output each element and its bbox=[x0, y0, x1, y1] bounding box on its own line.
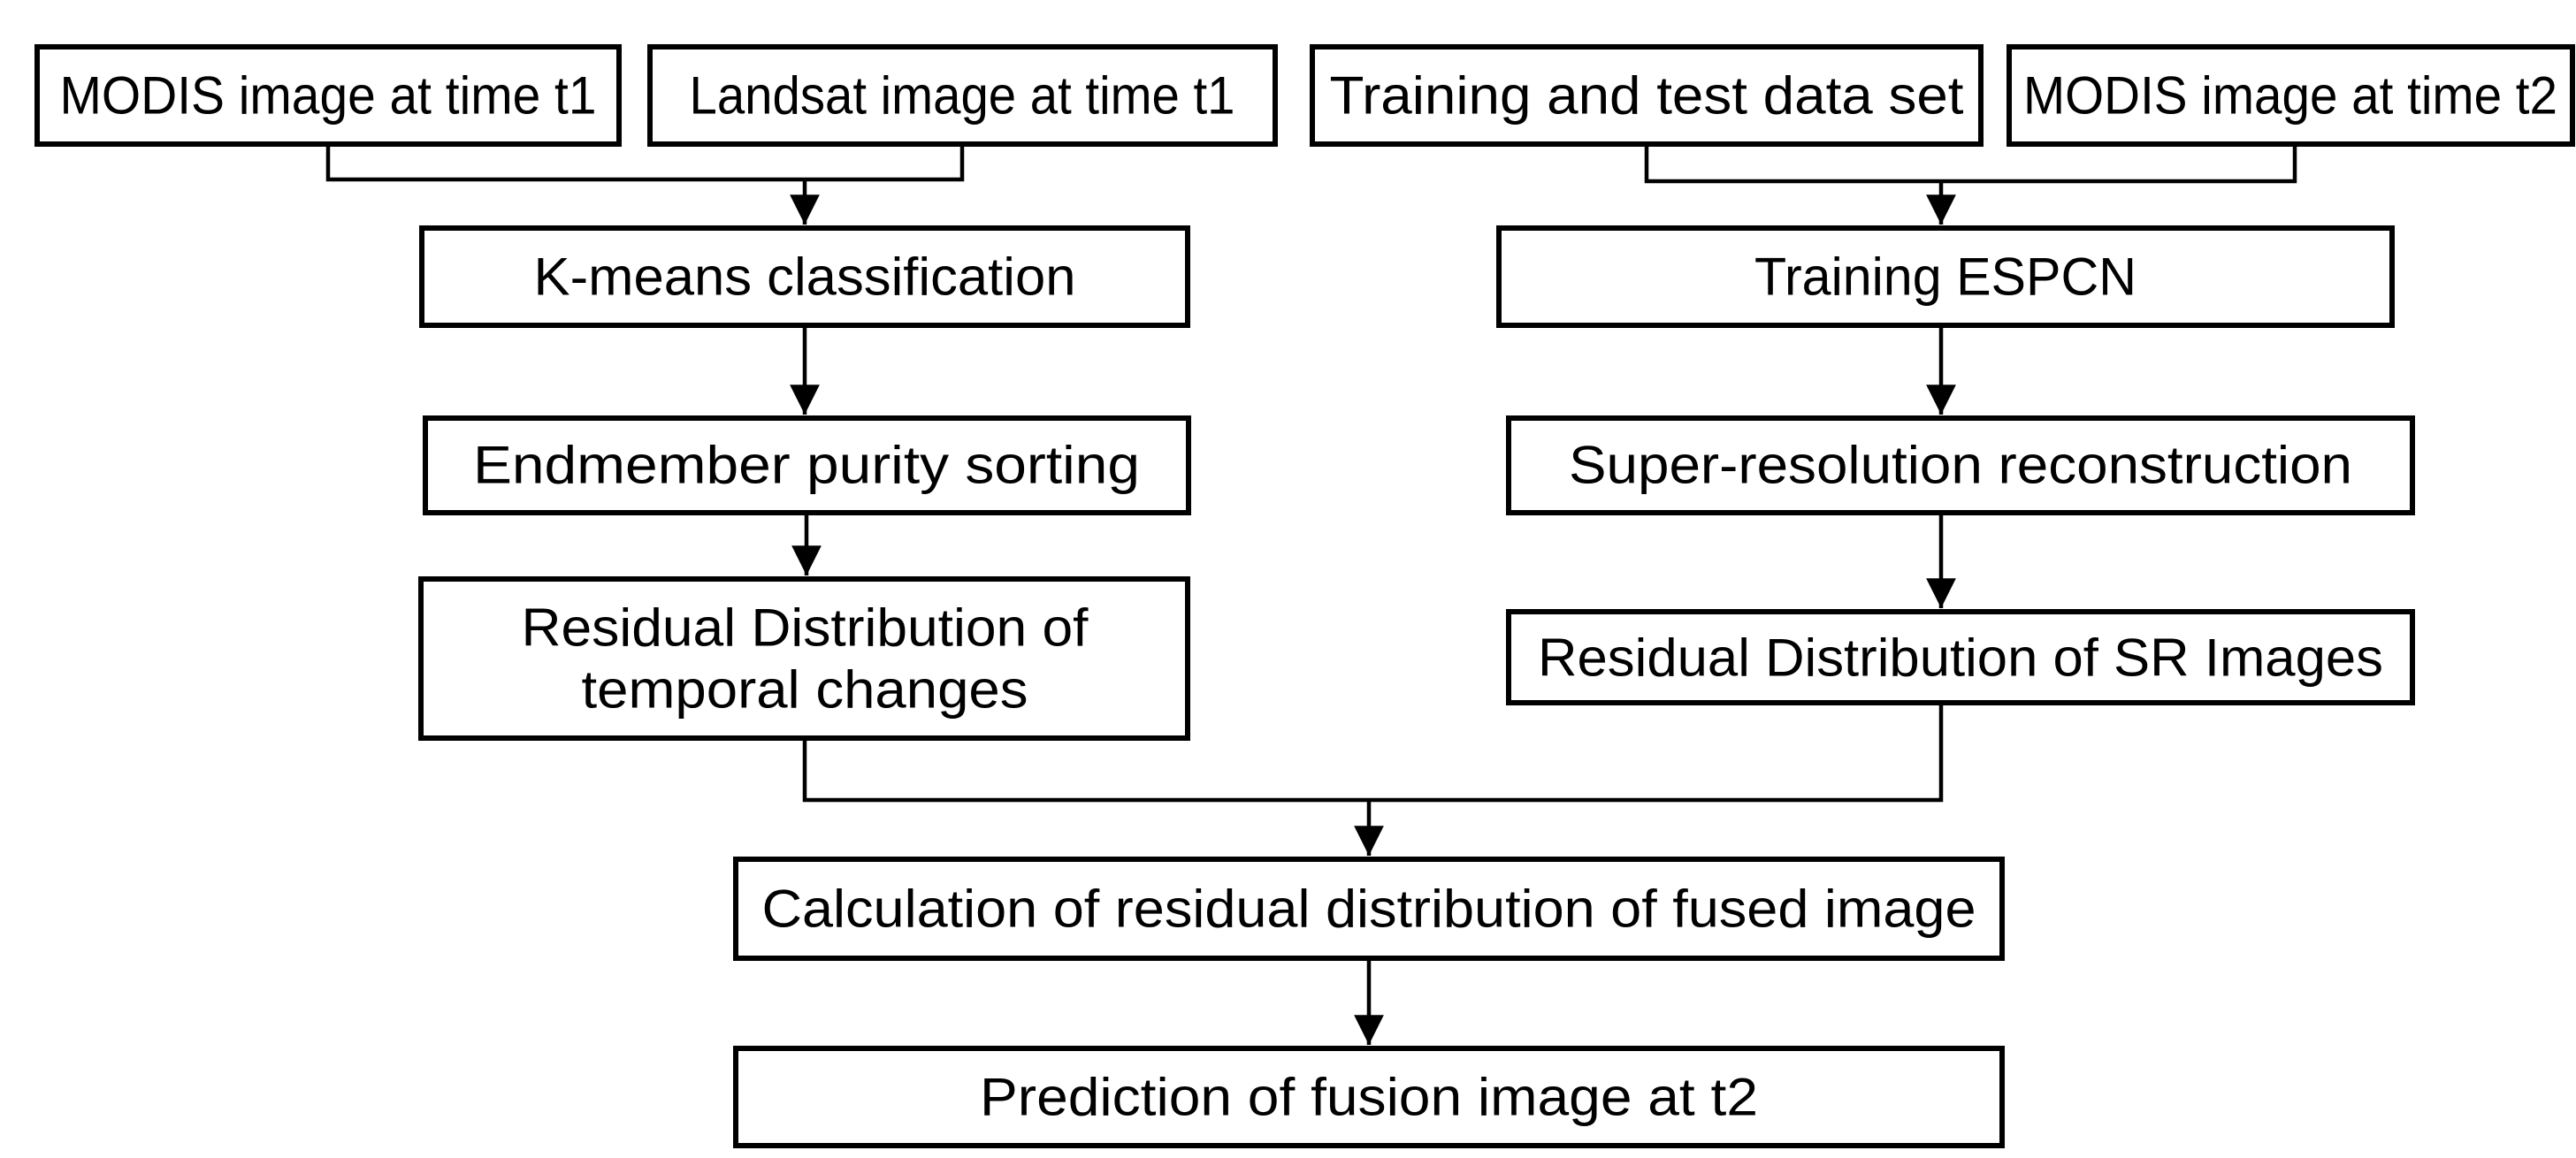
node-landsat-t1: Landsat image at time t1 bbox=[647, 44, 1278, 147]
node-landsat-t1-label: Landsat image at time t1 bbox=[690, 66, 1235, 126]
node-modis-t1-box bbox=[34, 44, 622, 147]
node-training-test-set: Training and test data set bbox=[1310, 44, 1984, 147]
node-residual-sr-label: Residual Distribution of SR Images bbox=[1538, 629, 2383, 688]
node-modis-t1: MODIS image at time t1 bbox=[34, 44, 622, 147]
node-kmeans-label: K-means classification bbox=[534, 248, 1076, 307]
node-modis-t1-label: MODIS image at time t1 bbox=[60, 66, 597, 126]
node-residual-sr: Residual Distribution of SR Images bbox=[1506, 609, 2415, 705]
node-training-test-set-label: Training and test data set bbox=[1330, 66, 1964, 126]
node-landsat-t1-box bbox=[647, 44, 1278, 147]
node-modis-t2-box bbox=[2007, 44, 2575, 147]
node-prediction-fusion: Prediction of fusion image at t2 bbox=[733, 1046, 2005, 1148]
node-endmember-sorting: Endmember purity sorting bbox=[423, 415, 1191, 515]
node-modis-t2-label: MODIS image at time t2 bbox=[2023, 66, 2557, 126]
node-kmeans: K-means classification bbox=[419, 225, 1190, 328]
node-kmeans-box bbox=[419, 225, 1190, 328]
connector-merge-t1-inputs bbox=[325, 144, 965, 182]
node-super-resolution-box bbox=[1506, 415, 2415, 515]
node-residual-temporal: Residual Distribution of temporal change… bbox=[418, 576, 1190, 741]
node-prediction-fusion-box bbox=[733, 1046, 2005, 1148]
node-endmember-sorting-box bbox=[423, 415, 1191, 515]
node-residual-temporal-label-line-1: Residual Distribution of bbox=[522, 598, 1089, 658]
node-super-resolution: Super-resolution reconstruction bbox=[1506, 415, 2415, 515]
node-super-resolution-label: Super-resolution reconstruction bbox=[1569, 436, 2352, 495]
node-endmember-sorting-label: Endmember purity sorting bbox=[473, 436, 1140, 495]
node-calc-residual-fused-label: Calculation of residual distribution of … bbox=[762, 880, 1976, 939]
node-training-espcn-label: Training ESPCN bbox=[1754, 248, 2136, 307]
node-training-espcn: Training ESPCN bbox=[1496, 225, 2395, 328]
node-calc-residual-fused: Calculation of residual distribution of … bbox=[733, 857, 2005, 961]
connector-merge-branches bbox=[802, 703, 1944, 803]
node-modis-t2: MODIS image at time t2 bbox=[2007, 44, 2575, 147]
node-training-espcn-box bbox=[1496, 225, 2395, 328]
node-prediction-fusion-label: Prediction of fusion image at t2 bbox=[980, 1068, 1758, 1127]
node-residual-sr-box bbox=[1506, 609, 2415, 705]
connector-merge-training-inputs bbox=[1644, 144, 2297, 184]
node-residual-temporal-label-line-2: temporal changes bbox=[582, 660, 1028, 720]
